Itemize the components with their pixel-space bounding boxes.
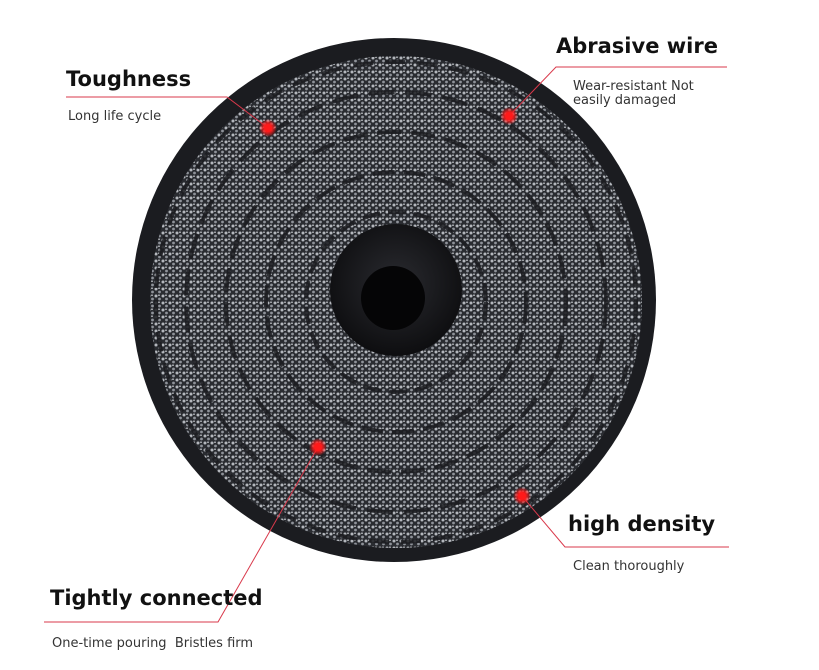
callout-title-high-density: high density	[568, 512, 716, 536]
tuft-rings	[154, 60, 638, 544]
leader-line-tightly-connected	[44, 446, 319, 623]
callout-title-abrasive-wire: Abrasive wire	[556, 34, 718, 58]
callout-subtitle-tightly-connected: One-time pouring Bristles firm	[52, 636, 254, 651]
hotspot-dot	[264, 124, 272, 132]
leader-lines	[44, 66, 729, 623]
callout-subtitle-high-density: Clean thoroughly	[573, 559, 685, 574]
callout-subtitle-toughness: Long life cycle	[68, 109, 162, 124]
hotspots	[259, 107, 531, 505]
leader-line-high-density	[521, 495, 729, 548]
center-hole	[361, 266, 425, 330]
callout-subtitle-abrasive-wire: Wear-resistant Not easily damaged	[573, 79, 694, 108]
leader-line-toughness	[66, 96, 269, 129]
hotspot-dot	[518, 492, 526, 500]
hotspot-dot	[505, 112, 513, 120]
callout-title-tightly-connected: Tightly connected	[50, 586, 263, 610]
callout-title-toughness: Toughness	[66, 67, 192, 91]
hotspot-dot	[314, 443, 322, 451]
leader-line-abrasive-wire	[508, 66, 727, 117]
brush-disc	[132, 38, 656, 562]
